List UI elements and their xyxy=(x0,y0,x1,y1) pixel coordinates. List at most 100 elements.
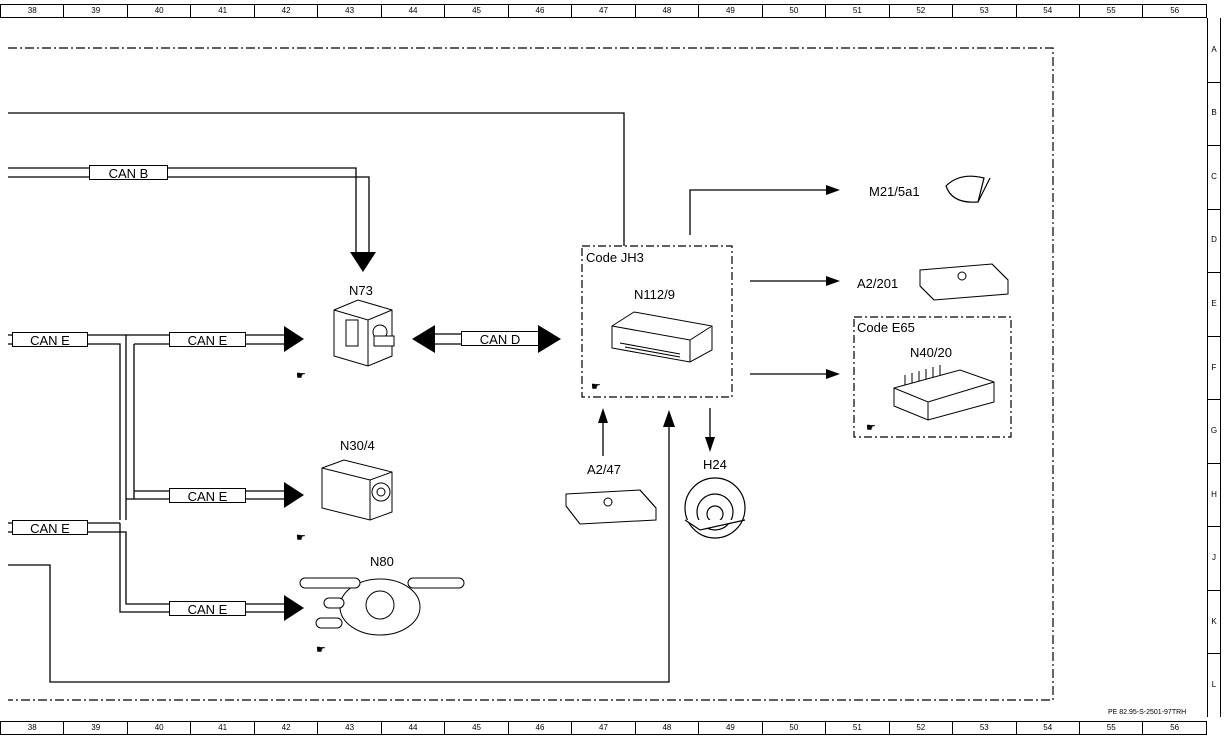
label-code-e65: Code E65 xyxy=(857,320,915,335)
can-e-label-n80: CAN E xyxy=(169,601,246,617)
row-letter: G xyxy=(1210,426,1218,436)
a2-201-module xyxy=(919,263,1009,301)
boundary-frame xyxy=(8,47,1054,701)
row-divider xyxy=(1208,589,1220,591)
column-number: 55 xyxy=(1080,722,1144,734)
pointing-hand-icon: ☛ xyxy=(296,370,306,382)
column-number: 48 xyxy=(636,722,700,734)
column-number: 44 xyxy=(382,5,446,17)
column-number: 52 xyxy=(890,722,954,734)
column-number: 46 xyxy=(509,722,573,734)
row-ruler: A B C D E F G H J K L xyxy=(1207,18,1221,717)
column-number: 56 xyxy=(1170,723,1180,732)
pointing-hand-icon: ☛ xyxy=(316,644,326,656)
row-letter: E xyxy=(1211,298,1217,308)
column-number: 47 xyxy=(572,5,636,17)
row-divider xyxy=(1208,653,1220,655)
row-letter: C xyxy=(1211,171,1217,181)
label-a2-201: A2/201 xyxy=(857,276,899,291)
wire-top xyxy=(8,112,625,246)
row-letter: L xyxy=(1211,680,1217,690)
row-divider xyxy=(1208,208,1220,210)
column-number: 51 xyxy=(826,722,890,734)
row-divider xyxy=(1208,335,1220,337)
column-number: 49 xyxy=(699,5,763,17)
label-n40-20: N40/20 xyxy=(910,345,952,360)
column-number: 51 xyxy=(826,5,890,17)
label-n73: N73 xyxy=(349,283,373,298)
row-divider xyxy=(1208,526,1220,528)
column-number: 41 xyxy=(191,5,255,17)
n80-module xyxy=(299,577,465,636)
can-e-label-left-top: CAN E xyxy=(12,332,88,348)
column-number: 45 xyxy=(445,722,509,734)
label-n80: N80 xyxy=(370,554,394,569)
column-number: 53 xyxy=(953,722,1017,734)
row-divider xyxy=(1208,145,1220,147)
column-number: 48 xyxy=(636,5,700,17)
label-code-jh3: Code JH3 xyxy=(586,250,644,265)
row-letter: B xyxy=(1211,108,1217,118)
row-divider xyxy=(1208,81,1220,83)
label-a2-47: A2/47 xyxy=(587,462,621,477)
column-number: 45 xyxy=(445,5,509,17)
column-number: 49 xyxy=(699,722,763,734)
can-d-label: CAN D xyxy=(461,331,539,347)
m21-5a1-mirror xyxy=(945,175,991,203)
column-number: 46 xyxy=(509,5,573,17)
column-number: 54 xyxy=(1017,722,1080,734)
row-letter: H xyxy=(1211,489,1217,499)
column-number: 38 xyxy=(1,722,65,734)
column-number: 54 xyxy=(1017,5,1080,17)
label-n30-4: N30/4 xyxy=(340,438,375,453)
row-letter: J xyxy=(1212,553,1216,563)
column-number: 43 xyxy=(318,5,382,17)
column-number: 39 xyxy=(64,722,128,734)
pointing-hand-icon: ☛ xyxy=(591,381,601,393)
column-number: 40 xyxy=(128,722,192,734)
reference-code: PE 82.95-S-2501-97TRH xyxy=(1108,709,1187,716)
column-number: 55 xyxy=(1080,5,1144,17)
can-e-label-left-bottom: CAN E xyxy=(12,520,88,536)
column-number: 56 xyxy=(1170,6,1180,15)
row-divider xyxy=(1208,462,1220,464)
row-divider xyxy=(1208,272,1220,274)
column-number: 53 xyxy=(953,5,1017,17)
can-e-label-n73: CAN E xyxy=(169,332,246,348)
can-b-arrow xyxy=(350,252,376,272)
h24-speaker xyxy=(684,477,746,539)
can-e-label-n30: CAN E xyxy=(169,488,246,504)
column-number: 50 xyxy=(763,5,827,17)
a2-47-module xyxy=(565,489,657,525)
row-letter: F xyxy=(1211,362,1217,372)
column-number: 50 xyxy=(763,722,827,734)
label-h24: H24 xyxy=(703,457,727,472)
code-jh3-frame xyxy=(581,245,733,398)
can-b-line-a xyxy=(8,167,357,252)
row-divider xyxy=(1208,399,1220,401)
n30-4-module xyxy=(321,459,393,521)
row-letter: A xyxy=(1211,44,1217,54)
n73-module xyxy=(333,299,395,367)
row-letter: D xyxy=(1211,235,1217,245)
pointing-hand-icon: ☛ xyxy=(866,422,876,434)
column-number: 38 xyxy=(1,5,65,17)
column-number: 42 xyxy=(255,5,319,17)
column-number: 42 xyxy=(255,722,319,734)
label-m21-5a1: M21/5a1 xyxy=(869,184,920,199)
can-b-label: CAN B xyxy=(89,165,168,181)
column-number: 39 xyxy=(64,5,128,17)
row-letter: K xyxy=(1211,616,1217,626)
label-n112-9: N112/9 xyxy=(634,287,675,302)
column-number: 52 xyxy=(890,5,954,17)
pointing-hand-icon: ☛ xyxy=(296,532,306,544)
column-number: 41 xyxy=(191,722,255,734)
column-number: 47 xyxy=(572,722,636,734)
column-number: 44 xyxy=(382,722,446,734)
can-b-line-b xyxy=(8,176,370,252)
column-number: 40 xyxy=(128,5,192,17)
n40-20-module xyxy=(893,365,995,421)
